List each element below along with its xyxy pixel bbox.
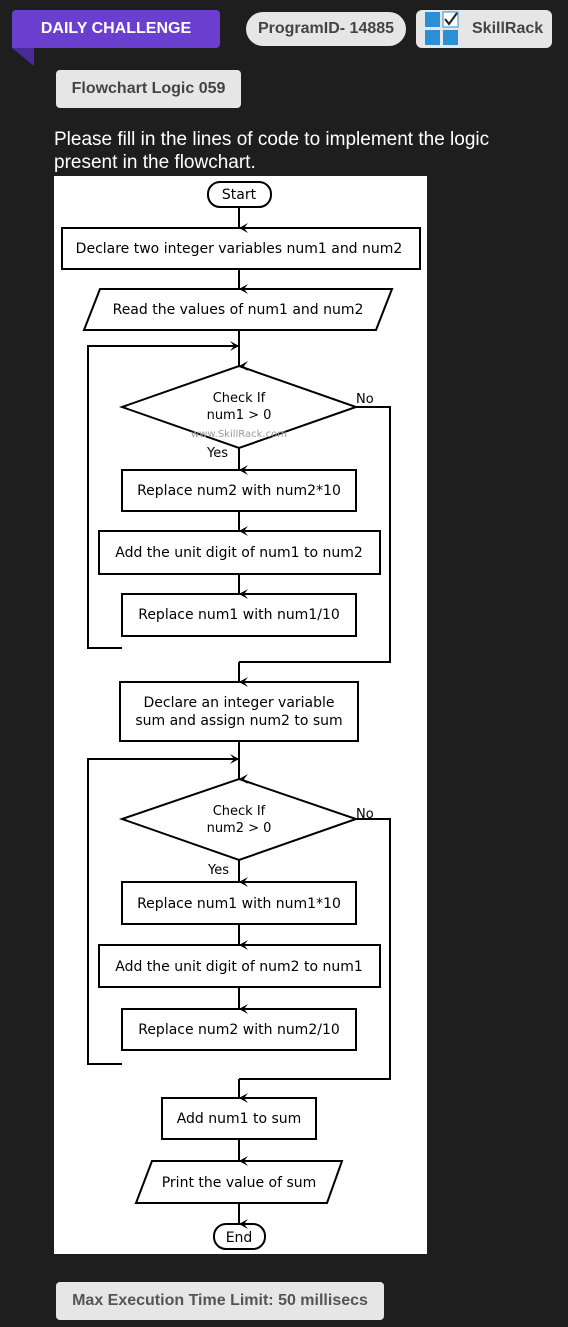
- problem-instructions: Please fill in the lines of code to impl…: [54, 129, 490, 173]
- problem-title: Flowchart Logic 059: [56, 70, 241, 108]
- check2-label-1: Check If: [213, 804, 266, 819]
- step6-node: [121, 1008, 357, 1051]
- start-label: Start: [222, 187, 257, 203]
- step4-label: Replace num1 with num1*10: [137, 896, 341, 912]
- end-node: [213, 1223, 266, 1250]
- check1-yes-label: Yes: [206, 446, 228, 461]
- check1-label-2: num1 > 0: [207, 408, 272, 423]
- step3-label: Replace num1 with num1/10: [138, 607, 340, 623]
- program-id-pill: ProgramID- 14885: [246, 12, 406, 46]
- check1-label-1: Check If: [213, 391, 266, 406]
- check2-node: [118, 777, 360, 862]
- add-sum-label: Add num1 to sum: [177, 1111, 302, 1127]
- read-values-node: [82, 288, 394, 331]
- print-sum-label: Print the value of sum: [162, 1175, 317, 1191]
- end-label: End: [226, 1230, 253, 1246]
- declare-sum-label-1: Declare an integer variable: [143, 695, 334, 711]
- check2-label-2: num2 > 0: [207, 821, 272, 836]
- flowchart-diagram: Start Declare two integer variables num1…: [61, 181, 421, 1250]
- declare-sum-label-2: sum and assign num2 to sum: [135, 713, 342, 729]
- watermark-text: www.SkillRack.com: [191, 429, 287, 440]
- declare-vars-node: [61, 227, 421, 270]
- check1-no-label: No: [356, 392, 374, 407]
- check2-yes-label: Yes: [207, 863, 229, 878]
- flowchart-image: Start Declare two integer variables num1…: [54, 176, 427, 1254]
- skillrack-button[interactable]: SkillRack: [416, 10, 552, 48]
- check2-no-label: No: [356, 807, 374, 822]
- print-sum-node: [134, 1160, 344, 1204]
- step2-label: Add the unit digit of num1 to num2: [115, 545, 363, 561]
- declare-sum-node: [119, 681, 359, 742]
- daily-challenge-badge: DAILY CHALLENGE: [12, 10, 220, 48]
- step3-node: [121, 593, 357, 637]
- step6-label: Replace num2 with num2/10: [138, 1022, 340, 1038]
- badge-fold: [12, 48, 34, 66]
- read-values-label: Read the values of num1 and num2: [113, 302, 364, 318]
- skillrack-logo-icon: [425, 11, 459, 45]
- skillrack-label: SkillRack: [472, 20, 544, 37]
- declare-vars-label: Declare two integer variables num1 and n…: [76, 241, 403, 257]
- step5-label: Add the unit digit of num2 to num1: [115, 959, 363, 975]
- step1-label: Replace num2 with num2*10: [137, 483, 341, 499]
- execution-time-limit: Max Execution Time Limit: 50 millisecs: [56, 1282, 384, 1320]
